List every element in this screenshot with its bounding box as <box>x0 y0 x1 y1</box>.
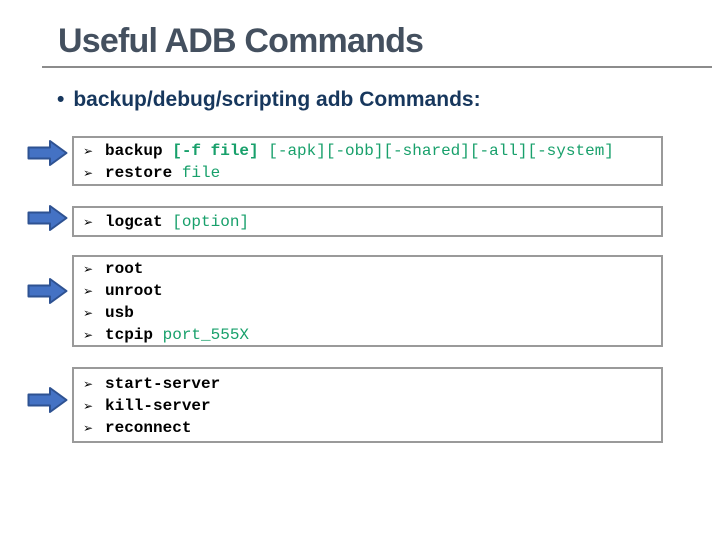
command-text: root <box>105 260 144 278</box>
command-text: reconnect <box>105 419 192 437</box>
command-text: kill-server <box>105 397 211 415</box>
argument-text: [-apk][-obb][-shared][-all][-system] <box>268 142 614 160</box>
command-box-server-control: ➢ start-server ➢ kill-server ➢ reconnect <box>72 367 663 443</box>
command-text: restore <box>105 164 182 182</box>
command-line: ➢ kill-server <box>83 395 661 417</box>
title-underline <box>42 66 712 68</box>
block-arrow-icon <box>27 140 68 166</box>
arrowhead-bullet-icon: ➢ <box>83 377 94 391</box>
argument-text: port_555X <box>162 326 250 344</box>
command-box-connection-modes: ➢ root ➢ unroot ➢ usb ➢ tcpip port_555X <box>72 255 663 347</box>
command-text: backup <box>105 142 173 160</box>
block-arrow-icon <box>27 205 68 231</box>
command-text: usb <box>105 304 134 322</box>
arrowhead-bullet-icon: ➢ <box>83 399 94 413</box>
argument-text: [option] <box>172 213 250 231</box>
arrowhead-bullet-icon: ➢ <box>83 262 94 276</box>
bullet-dot: • <box>57 88 65 111</box>
argument-text: [-f file] <box>172 142 269 160</box>
command-line: ➢ logcat [option] <box>83 211 661 233</box>
arrowhead-bullet-icon: ➢ <box>83 215 94 229</box>
command-text: logcat <box>105 213 173 231</box>
command-box-backup-restore: ➢ backup [-f file] [-apk][-obb][-shared][… <box>72 136 663 186</box>
command-line: ➢ tcpip port_555X <box>83 324 661 346</box>
command-text: start-server <box>105 375 221 393</box>
block-arrow-icon <box>27 278 68 304</box>
command-box-logcat: ➢ logcat [option] <box>72 206 663 237</box>
command-line: ➢ backup [-f file] [-apk][-obb][-shared][… <box>83 140 661 162</box>
command-line: ➢ reconnect <box>83 417 661 439</box>
argument-text: file <box>181 164 221 182</box>
command-text: tcpip <box>105 326 163 344</box>
command-line: ➢ usb <box>83 302 661 324</box>
arrowhead-bullet-icon: ➢ <box>83 166 94 180</box>
arrowhead-bullet-icon: ➢ <box>83 328 94 342</box>
arrowhead-bullet-icon: ➢ <box>83 144 94 158</box>
command-line: ➢ root <box>83 258 661 280</box>
block-arrow-icon <box>27 387 68 413</box>
command-line: ➢ restore file <box>83 162 661 184</box>
command-line: ➢ start-server <box>83 373 661 395</box>
arrowhead-bullet-icon: ➢ <box>83 284 94 298</box>
arrowhead-bullet-icon: ➢ <box>83 421 94 435</box>
section-heading-text: backup/debug/scripting adb Commands: <box>73 88 481 111</box>
command-line: ➢ unroot <box>83 280 661 302</box>
section-heading: • backup/debug/scripting adb Commands: <box>57 88 481 112</box>
page-title: Useful ADB Commands <box>58 22 424 60</box>
arrowhead-bullet-icon: ➢ <box>83 306 94 320</box>
command-text: unroot <box>105 282 163 300</box>
